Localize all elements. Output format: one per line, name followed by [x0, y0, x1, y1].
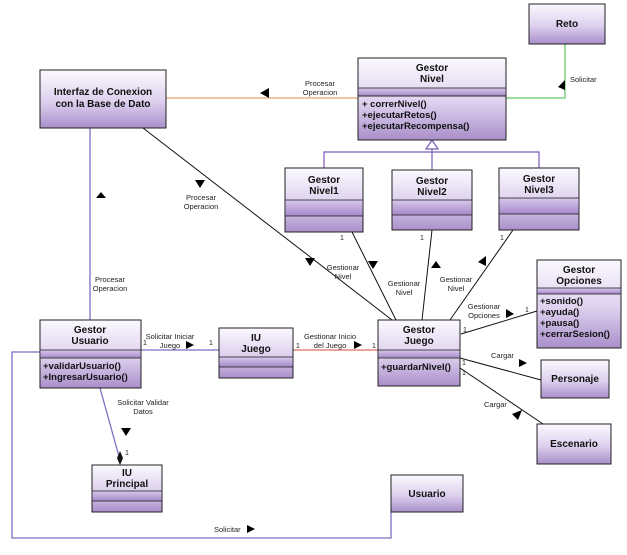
arrow-gestionar-n1 [368, 261, 378, 269]
direction-arrows [96, 80, 565, 533]
line-nivel1-gestor-juego [351, 231, 397, 321]
mult-nivel1: 1 [340, 235, 344, 242]
mult-nivel3: 1 [500, 235, 504, 242]
class-escenario-title: Escenario [550, 439, 598, 450]
arrow-procesar-usuario [96, 192, 106, 198]
mult-juego-opciones: 1 [463, 327, 467, 334]
arrow-gestionar-inicio [354, 341, 362, 349]
mult-opciones: 1 [525, 307, 529, 314]
class-usuario-title: Usuario [408, 489, 445, 500]
label-reto-nivel: Solicitar [570, 75, 597, 84]
line-usuario-loop [11, 351, 392, 539]
class-personaje-title: Personaje [551, 374, 599, 385]
label-juego-escenario: Cargar [484, 400, 507, 409]
arrow-solicitar-reto [558, 80, 565, 90]
arrow-cargar-escenario [512, 410, 522, 420]
class-escenario[interactable]: Escenario [536, 423, 612, 465]
arrow-solicitar-iniciar [186, 341, 194, 349]
line-reto-gestor-nivel [506, 44, 566, 99]
mult-usuario-iujuego: 1 [143, 340, 147, 347]
mult-juego-personaje: 1 [462, 360, 466, 367]
class-gestor-nivel-ops: + correrNivel()+ejecutarRetos()+ejecutar… [362, 99, 469, 132]
line-escenario-gestor-juego [459, 367, 547, 427]
arrow-gestionar-n2 [431, 261, 441, 268]
inheritance-triangle [424, 138, 440, 150]
class-gestor-usuario-ops: +validarUsuario()+IngresarUsuario() [43, 361, 128, 383]
mult-iujuego-juego: 1 [296, 343, 300, 350]
line-nivel2-gestor-juego [421, 229, 433, 321]
class-reto-title: Reto [556, 19, 578, 30]
class-gestor-juego-ops: +guardarNivel() [381, 362, 451, 373]
composition-diamond [117, 451, 123, 465]
line-interfaz-gestor-juego [142, 127, 393, 321]
line-usuario-iu-principal [99, 387, 121, 461]
arrow-procesar-juego [195, 180, 205, 188]
line-opciones-gestor-juego [460, 310, 538, 335]
arrow-gestionar-opciones [506, 309, 514, 318]
arrow-procesar-nivel [260, 88, 269, 98]
multiplicities: 1 1 1 1 1 1 1 1 1 1 1 1 [125, 235, 529, 457]
mult-nivel2: 1 [420, 235, 424, 242]
arrow-solicitar-validar [121, 428, 131, 436]
line-nivel3-gestor-juego [449, 229, 514, 321]
arrow-gestionar-n3 [478, 256, 486, 266]
arrow-gestionar-base [305, 258, 315, 266]
class-personaje[interactable]: Personaje [540, 359, 610, 399]
arrow-cargar-personaje [519, 359, 527, 367]
class-gestor-opciones-ops: +sonido()+ayuda()+pausa()+cerrarSesion() [540, 296, 610, 340]
class-usuario[interactable]: Usuario [390, 474, 464, 513]
line-personaje-gestor-juego [459, 357, 542, 381]
mult-principal: 1 [125, 450, 129, 457]
arrow-solicitar-loop [247, 525, 255, 533]
connectors [11, 44, 566, 539]
mult-juego-iujuego: 1 [372, 343, 376, 350]
mult-iujuego-usuario: 1 [209, 340, 213, 347]
label-juego-personaje: Cargar [491, 351, 514, 360]
label-usuario-loop: Solicitar [214, 525, 241, 534]
mult-juego-escenario: 1 [462, 370, 466, 377]
class-reto[interactable]: Reto [528, 3, 606, 45]
